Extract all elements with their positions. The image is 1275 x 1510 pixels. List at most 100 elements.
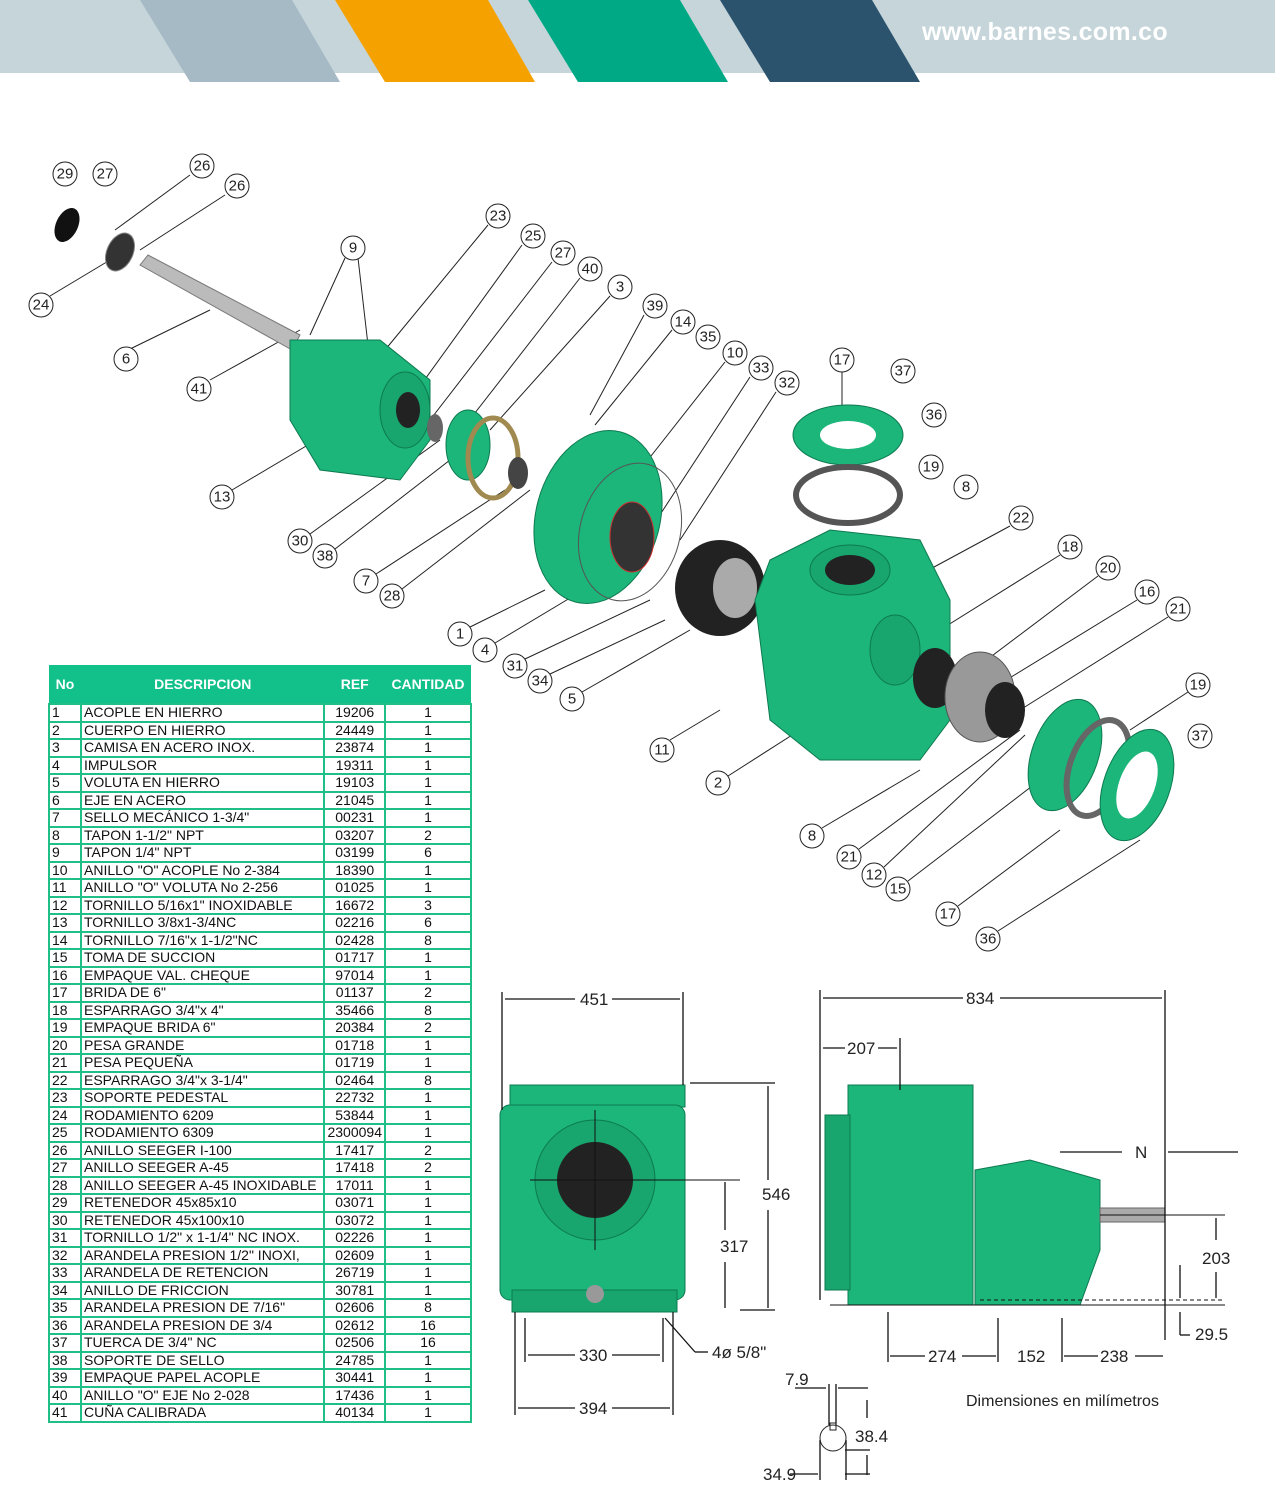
part-description: SOPORTE DE SELLO xyxy=(79,1350,326,1370)
part-quantity: 8 xyxy=(384,1070,472,1090)
dimensions-note: Dimensiones en milímetros xyxy=(966,1393,1159,1410)
part-callout: 28 xyxy=(379,583,405,609)
part-callout: 33 xyxy=(748,355,774,381)
dim-front-width: 451 xyxy=(580,990,608,1009)
part-description: PESA GRANDE xyxy=(79,1035,326,1055)
part-ref: 03072 xyxy=(323,1210,386,1230)
part-description: TORNILLO 1/2" x 1-1/4" NC INOX. xyxy=(79,1228,326,1248)
part-ref: 30441 xyxy=(323,1368,386,1388)
part-quantity: 1 xyxy=(384,1035,472,1055)
part-ref: 02464 xyxy=(323,1070,386,1090)
part-ref: 30781 xyxy=(323,1280,386,1300)
website-url[interactable]: www.barnes.com.co xyxy=(922,18,1168,46)
part-callout: 15 xyxy=(885,876,911,902)
part-ref: 16672 xyxy=(323,895,386,915)
part-number: 2 xyxy=(48,720,82,740)
dim-front-height: 546 xyxy=(762,1185,790,1204)
part-callout: 16 xyxy=(1134,579,1160,605)
part-quantity: 1 xyxy=(384,860,472,880)
exploded-pump-diagram: 451 546 317 330 394 4ø 5/8" 834 207 N 20… xyxy=(49,174,1238,1484)
part-number: 4 xyxy=(48,755,82,775)
part-number: 32 xyxy=(48,1245,82,1265)
side-view xyxy=(824,1084,1225,1306)
part-number: 31 xyxy=(48,1228,82,1248)
part-quantity: 1 xyxy=(384,1088,472,1108)
dim-center-height: 317 xyxy=(720,1237,748,1256)
part-quantity: 1 xyxy=(384,1210,472,1230)
part-quantity: 1 xyxy=(384,720,472,740)
part-description: CUERPO EN HIERRO xyxy=(79,720,326,740)
part-callout: 9 xyxy=(340,235,366,261)
part-number: 30 xyxy=(48,1210,82,1230)
part-number: 12 xyxy=(48,895,82,915)
front-view xyxy=(499,1084,740,1313)
dim-key-height: 38.4 xyxy=(855,1427,888,1446)
part-callout: 35 xyxy=(695,324,721,350)
dim-shaft-height: 203 xyxy=(1202,1249,1230,1268)
part-ref: 2300094 xyxy=(323,1123,386,1143)
suction-15 xyxy=(1027,698,1103,812)
header-banner xyxy=(0,0,1275,82)
part-ref: 40134 xyxy=(323,1403,386,1423)
part-callout: 19 xyxy=(1185,672,1211,698)
part-callout: 5 xyxy=(559,686,585,712)
part-callout: 27 xyxy=(550,240,576,266)
part-quantity: 3 xyxy=(384,895,472,915)
part-ref: 19103 xyxy=(323,773,386,793)
part-number: 34 xyxy=(48,1280,82,1300)
part-description: RODAMIENTO 6309 xyxy=(79,1123,326,1143)
part-ref: 17417 xyxy=(323,1140,386,1160)
part-number: 3 xyxy=(48,738,82,758)
part-quantity: 1 xyxy=(384,1368,472,1388)
part-quantity: 2 xyxy=(384,825,472,845)
part-number: 18 xyxy=(48,1000,82,1020)
part-callout: 34 xyxy=(527,668,553,694)
part-quantity: 2 xyxy=(384,1018,472,1038)
part-ref: 24449 xyxy=(323,720,386,740)
part-quantity: 8 xyxy=(384,930,472,950)
part-callout: 7 xyxy=(353,568,379,594)
part-quantity: 1 xyxy=(384,1403,472,1423)
part-number: 7 xyxy=(48,808,82,828)
part-number: 20 xyxy=(48,1035,82,1055)
dim-base-outer: 394 xyxy=(579,1399,607,1418)
part-quantity: 1 xyxy=(384,755,472,775)
part-description: CAMISA EN ACERO INOX. xyxy=(79,738,326,758)
dim-274: 274 xyxy=(928,1347,956,1366)
part-ref: 22732 xyxy=(323,1088,386,1108)
part-description: ANILLO "O" EJE No 2-028 xyxy=(79,1385,326,1405)
casing-2 xyxy=(754,529,951,761)
part-ref: 23874 xyxy=(323,738,386,758)
part-description: RODAMIENTO 6209 xyxy=(79,1105,326,1125)
part-callout: 40 xyxy=(577,256,603,282)
part-quantity: 1 xyxy=(384,1105,472,1125)
dim-side-length: 834 xyxy=(966,989,994,1008)
part-number: 13 xyxy=(48,913,82,933)
part-ref: 19311 xyxy=(323,755,386,775)
part-ref: 02609 xyxy=(323,1245,386,1265)
part-number: 6 xyxy=(48,790,82,810)
part-number: 21 xyxy=(48,1053,82,1073)
part-number: 9 xyxy=(48,843,82,863)
part-number: 25 xyxy=(48,1123,82,1143)
part-callout: 36 xyxy=(921,402,947,428)
part-ref: 02606 xyxy=(323,1298,386,1318)
part-ref: 03071 xyxy=(323,1193,386,1213)
part-ref: 02506 xyxy=(323,1333,386,1353)
part-description: RETENEDOR 45x100x10 xyxy=(79,1210,326,1230)
part-callout: 31 xyxy=(502,653,528,679)
part-description: TORNILLO 7/16"x 1-1/2"NC xyxy=(79,930,326,950)
part-ref: 97014 xyxy=(323,965,386,985)
